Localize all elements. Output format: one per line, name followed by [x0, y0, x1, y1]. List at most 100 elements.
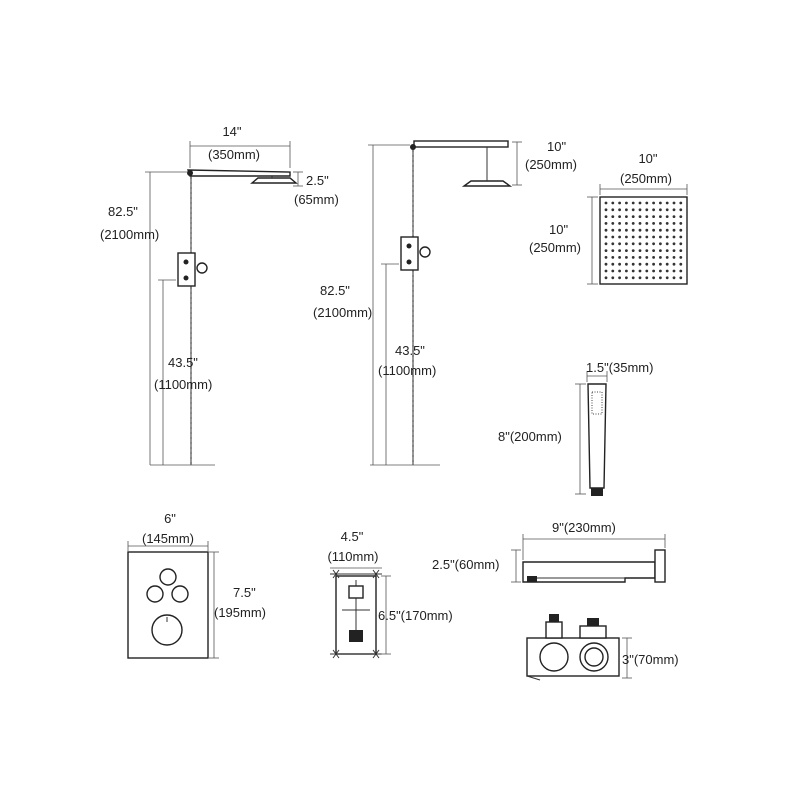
nozzle-dot: [611, 269, 615, 273]
nozzle-dot: [659, 228, 662, 232]
dim-valve-depth: 3"(70mm): [622, 652, 679, 667]
nozzle-dot: [604, 249, 608, 253]
dim-plate-h-in: 7.5": [233, 585, 256, 600]
nozzle-dot: [679, 201, 683, 205]
nozzle-dot: [645, 215, 649, 219]
nozzle-dot: [679, 235, 683, 239]
nozzle-dot: [631, 235, 635, 239]
rough-in-valve-body: 4.5" (110mm) 6.5"(170mm): [327, 529, 453, 659]
nozzle-dot: [672, 201, 676, 205]
nozzle-dot: [659, 208, 662, 212]
nozzle-dot: [665, 235, 669, 239]
nozzle-dot: [631, 249, 635, 253]
nozzle-dot: [659, 249, 662, 253]
nozzle-dot: [645, 262, 649, 266]
nozzle-dot: [665, 201, 669, 205]
dim-shower2-valve-mm: (1100mm): [378, 363, 436, 378]
nozzle-dot: [631, 208, 635, 212]
dim-head-h-mm: (250mm): [529, 240, 581, 255]
nozzle-dot: [638, 208, 642, 212]
nozzle-grid: [604, 201, 683, 280]
nozzle-dot: [652, 201, 655, 205]
dim-shower1-valve-mm: (1100mm): [154, 377, 212, 392]
nozzle-dot: [659, 235, 662, 239]
nozzle-dot: [604, 201, 608, 205]
nozzle-dot: [672, 249, 676, 253]
dim-plate-w-in: 6": [164, 511, 176, 526]
nozzle-dot: [625, 262, 628, 266]
nozzle-dot: [618, 208, 621, 212]
nozzle-dot: [652, 215, 655, 219]
nozzle-dot: [679, 276, 683, 280]
nozzle-dot: [672, 235, 676, 239]
nozzle-dot: [625, 256, 628, 259]
nozzle-dot: [659, 256, 662, 259]
nozzle-dot: [645, 228, 649, 232]
nozzle-dot: [631, 262, 635, 266]
dim-box-w-in: 4.5": [341, 529, 364, 544]
nozzle-dot: [625, 215, 628, 219]
nozzle-dot: [618, 242, 621, 246]
tub-spout: 9"(230mm) 2.5"(60mm): [432, 520, 666, 583]
nozzle-dot: [625, 249, 628, 253]
nozzle-dot: [672, 242, 676, 246]
nozzle-dot: [611, 249, 615, 253]
nozzle-dot: [665, 208, 669, 212]
nozzle-dot: [618, 215, 621, 219]
nozzle-dot: [665, 276, 669, 280]
nozzle-dot: [672, 222, 676, 225]
nozzle-dot: [665, 256, 669, 259]
nozzle-dot: [611, 256, 615, 259]
nozzle-dot: [659, 242, 662, 246]
nozzle-dot: [631, 242, 635, 246]
nozzle-dot: [645, 269, 649, 273]
nozzle-dot: [631, 215, 635, 219]
nozzle-dot: [665, 269, 669, 273]
nozzle-dot: [618, 222, 621, 225]
dim-shower2-total-in: 82.5": [320, 283, 350, 298]
nozzle-dot: [679, 215, 683, 219]
nozzle-dot: [638, 201, 642, 205]
nozzle-dot: [631, 276, 635, 280]
nozzle-dot: [618, 276, 621, 280]
nozzle-dot: [659, 276, 662, 280]
nozzle-dot: [611, 215, 615, 219]
nozzle-dot: [659, 269, 662, 273]
nozzle-dot: [611, 208, 615, 212]
nozzle-dot: [665, 228, 669, 232]
square-shower-head: 10" (250mm) 10" (250mm): [529, 151, 688, 285]
nozzle-dot: [604, 262, 608, 266]
dim-shower2-drop-in: 10": [547, 139, 566, 154]
nozzle-dot: [618, 256, 621, 259]
nozzle-dot: [604, 269, 608, 273]
nozzle-dot: [638, 262, 642, 266]
nozzle-dot: [652, 256, 655, 259]
nozzle-dot: [611, 235, 615, 239]
nozzle-dot: [625, 222, 628, 225]
nozzle-dot: [625, 242, 628, 246]
nozzle-dot: [604, 208, 608, 212]
dim-spout-h: 2.5"(60mm): [432, 557, 499, 572]
nozzle-dot: [625, 228, 628, 232]
nozzle-dot: [652, 276, 655, 280]
shower-system-1: 14" (350mm) 2.5" (65mm) 82.5" (2100mm) 4…: [100, 124, 339, 466]
dim-hand-w: 1.5"(35mm): [586, 360, 653, 375]
nozzle-dot: [652, 269, 655, 273]
nozzle-dot: [618, 201, 621, 205]
nozzle-dot: [618, 269, 621, 273]
nozzle-dot: [659, 215, 662, 219]
nozzle-dot: [659, 201, 662, 205]
nozzle-dot: [645, 222, 649, 225]
dim-spout-l: 9"(230mm): [552, 520, 616, 535]
dim-shower2-valve-in: 43.5": [395, 343, 425, 358]
dim-plate-w-mm: (145mm): [142, 531, 194, 546]
nozzle-dot: [665, 262, 669, 266]
dim-shower1-total-in: 82.5": [108, 204, 138, 219]
nozzle-dot: [638, 242, 642, 246]
nozzle-dot: [618, 249, 621, 253]
nozzle-dot: [645, 235, 649, 239]
nozzle-dot: [672, 262, 676, 266]
dim-head-w-mm: (250mm): [620, 171, 672, 186]
dim-shower1-head-h-in: 2.5": [306, 173, 329, 188]
dim-shower1-arm-in: 14": [222, 124, 241, 139]
